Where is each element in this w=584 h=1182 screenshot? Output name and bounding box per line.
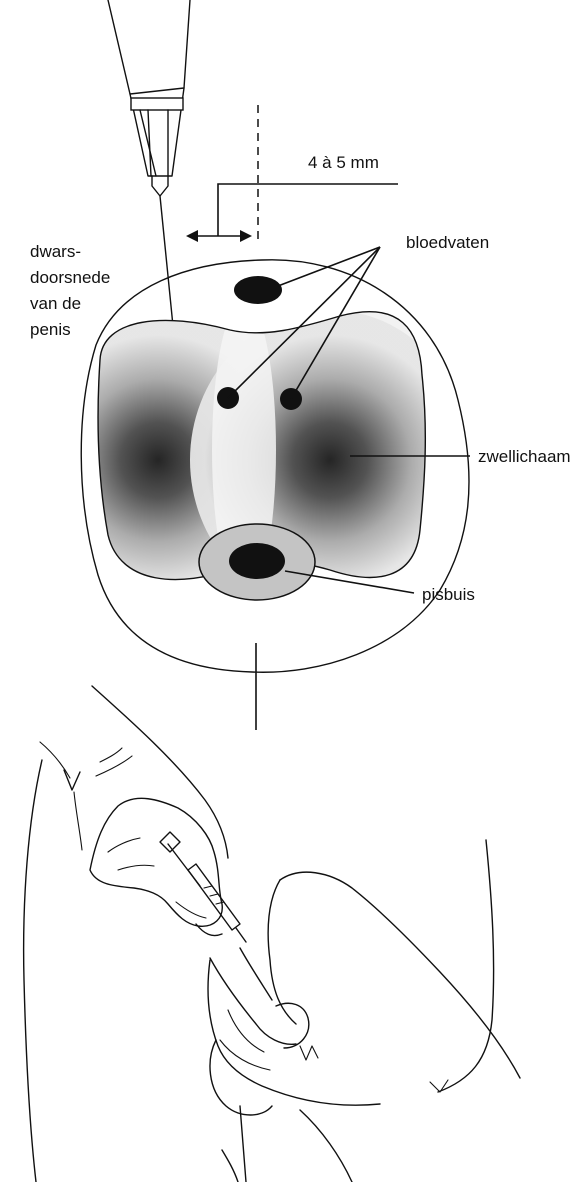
- erectile-body-label: zwellichaam: [478, 447, 571, 466]
- injecting-arm: [92, 686, 228, 858]
- penis-cross-section: [18, 260, 470, 672]
- hand-syringe: [160, 832, 246, 942]
- cross-section-label: dwars- doorsnede van de penis: [30, 242, 115, 339]
- dimension-label: 4 à 5 mm: [308, 153, 379, 172]
- blood-vessels-label: bloedvaten: [406, 233, 489, 252]
- injecting-hand: [90, 798, 222, 926]
- holding-hand: [280, 872, 520, 1078]
- syringe: [108, 0, 190, 196]
- urethra-label: pisbuis: [422, 585, 475, 604]
- dimension-marker: [186, 105, 398, 244]
- injection-illustration: [24, 686, 520, 1182]
- dorsal-vein: [234, 276, 282, 304]
- urethra: [229, 543, 285, 579]
- right-hip: [438, 840, 494, 1092]
- left-thigh: [24, 760, 42, 1182]
